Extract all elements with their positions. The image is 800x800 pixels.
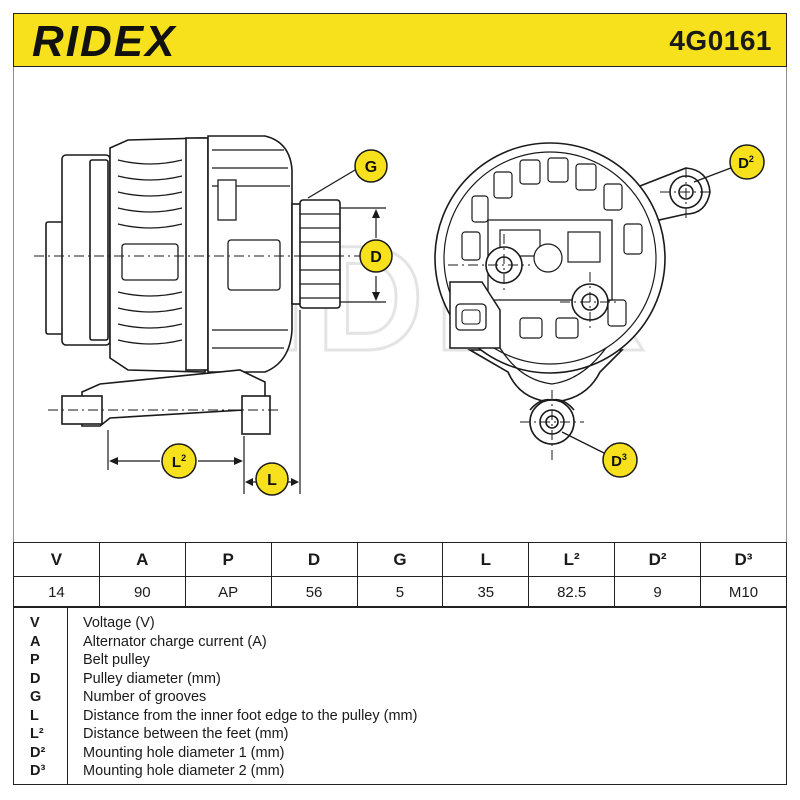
legend-symbol: L — [30, 707, 39, 724]
spec-header-cell: D³ — [700, 542, 787, 577]
spec-value-cell: 90 — [98, 576, 186, 608]
callout-d-badge — [359, 239, 393, 273]
spec-value-cell: 56 — [270, 576, 358, 608]
legend-symbol: P — [30, 652, 40, 668]
legend-description: Distance from the inner foot edge to the… — [83, 707, 418, 724]
callout-l-badge — [255, 462, 289, 496]
spec-header-cell: D² — [614, 542, 701, 577]
legend: V Voltage (V) A Alternator charge curren… — [13, 606, 787, 785]
spec-header-cell: L² — [528, 542, 616, 577]
legend-item: D Pulley diameter (mm) — [14, 670, 788, 688]
callout-d3-label: D3 — [611, 452, 627, 470]
spec-value-cell: 14 — [13, 576, 100, 608]
header-bar: RIDEX 4G0161 — [13, 13, 787, 67]
alternator-side-view — [45, 135, 341, 435]
callout-l2-label: L2 — [172, 453, 186, 471]
technical-drawing: RIDEX — [13, 67, 787, 545]
callout-l-label: L — [267, 472, 277, 489]
callout-l2-main: L — [172, 454, 181, 471]
callout-l2-sup: 2 — [181, 453, 186, 463]
legend-symbol: D³ — [30, 763, 46, 779]
legend-item: D² Mounting hole diameter 1 (mm) — [14, 744, 788, 762]
spec-header-cell: L — [442, 542, 530, 577]
ridex-logo: RIDEX — [32, 18, 177, 64]
legend-item: V Voltage (V) — [14, 614, 788, 632]
legend-symbol: L² — [30, 726, 44, 742]
callout-d2-main: D — [738, 155, 749, 172]
legend-description: Belt pulley — [83, 652, 150, 668]
spec-table: V A P D G L L² D² D³ 14 90 AP 56 5 35 82… — [13, 542, 787, 608]
spec-value-cell: 35 — [442, 576, 530, 608]
legend-item: D³ Mounting hole diameter 2 (mm) — [14, 762, 788, 780]
part-number: 4G0161 — [669, 25, 772, 56]
callout-g-badge — [354, 149, 388, 183]
callout-g-label: G — [365, 159, 377, 176]
legend-description: Distance between the feet (mm) — [83, 726, 289, 742]
spec-value-cell: M10 — [700, 576, 787, 608]
legend-description: Voltage (V) — [83, 615, 155, 631]
legend-item: G Number of grooves — [14, 688, 788, 706]
legend-symbol: A — [30, 633, 41, 650]
callout-d2-badge — [729, 144, 765, 180]
callout-d2-label: D2 — [738, 154, 754, 172]
legend-symbol: D² — [30, 744, 46, 761]
alternator-front-view — [434, 142, 711, 445]
legend-symbol: G — [30, 689, 42, 705]
legend-description: Number of grooves — [83, 689, 207, 705]
brand-logo-text: RIDEX — [32, 18, 177, 64]
spec-value-row: 14 90 AP 56 5 35 82.5 9 M10 — [13, 576, 787, 608]
spec-value-cell: 82.5 — [528, 576, 616, 608]
legend-item: P Belt pulley — [14, 651, 788, 669]
callout-d2-sup: 2 — [749, 154, 754, 164]
spec-value-cell: 5 — [356, 576, 444, 608]
spec-header-cell: V — [13, 542, 100, 577]
legend-item: L² Distance between the feet (mm) — [14, 725, 788, 743]
spec-value-cell: 9 — [614, 576, 701, 608]
legend-divider — [67, 607, 68, 784]
legend-description: Pulley diameter (mm) — [83, 670, 221, 687]
spec-header-row: V A P D G L L² D² D³ — [13, 542, 787, 577]
callout-d3-main: D — [611, 453, 622, 470]
spec-header-cell: D — [270, 542, 358, 577]
callout-l2-badge — [161, 443, 197, 479]
legend-description: Mounting hole diameter 1 (mm) — [83, 744, 285, 761]
legend-symbol: V — [30, 615, 40, 631]
legend-description: Alternator charge current (A) — [83, 633, 267, 650]
legend-item: A Alternator charge current (A) — [14, 633, 788, 651]
legend-item: L Distance from the inner foot edge to t… — [14, 707, 788, 725]
callout-d3-sup: 3 — [622, 452, 627, 462]
spec-header-cell: A — [98, 542, 186, 577]
spec-value-cell: AP — [184, 576, 272, 608]
spec-header-cell: P — [184, 542, 272, 577]
spec-header-cell: G — [356, 542, 444, 577]
callout-d3-badge — [602, 442, 638, 478]
legend-description: Mounting hole diameter 2 (mm) — [83, 763, 285, 779]
callout-d-label: D — [370, 249, 382, 266]
legend-symbol: D — [30, 670, 41, 687]
